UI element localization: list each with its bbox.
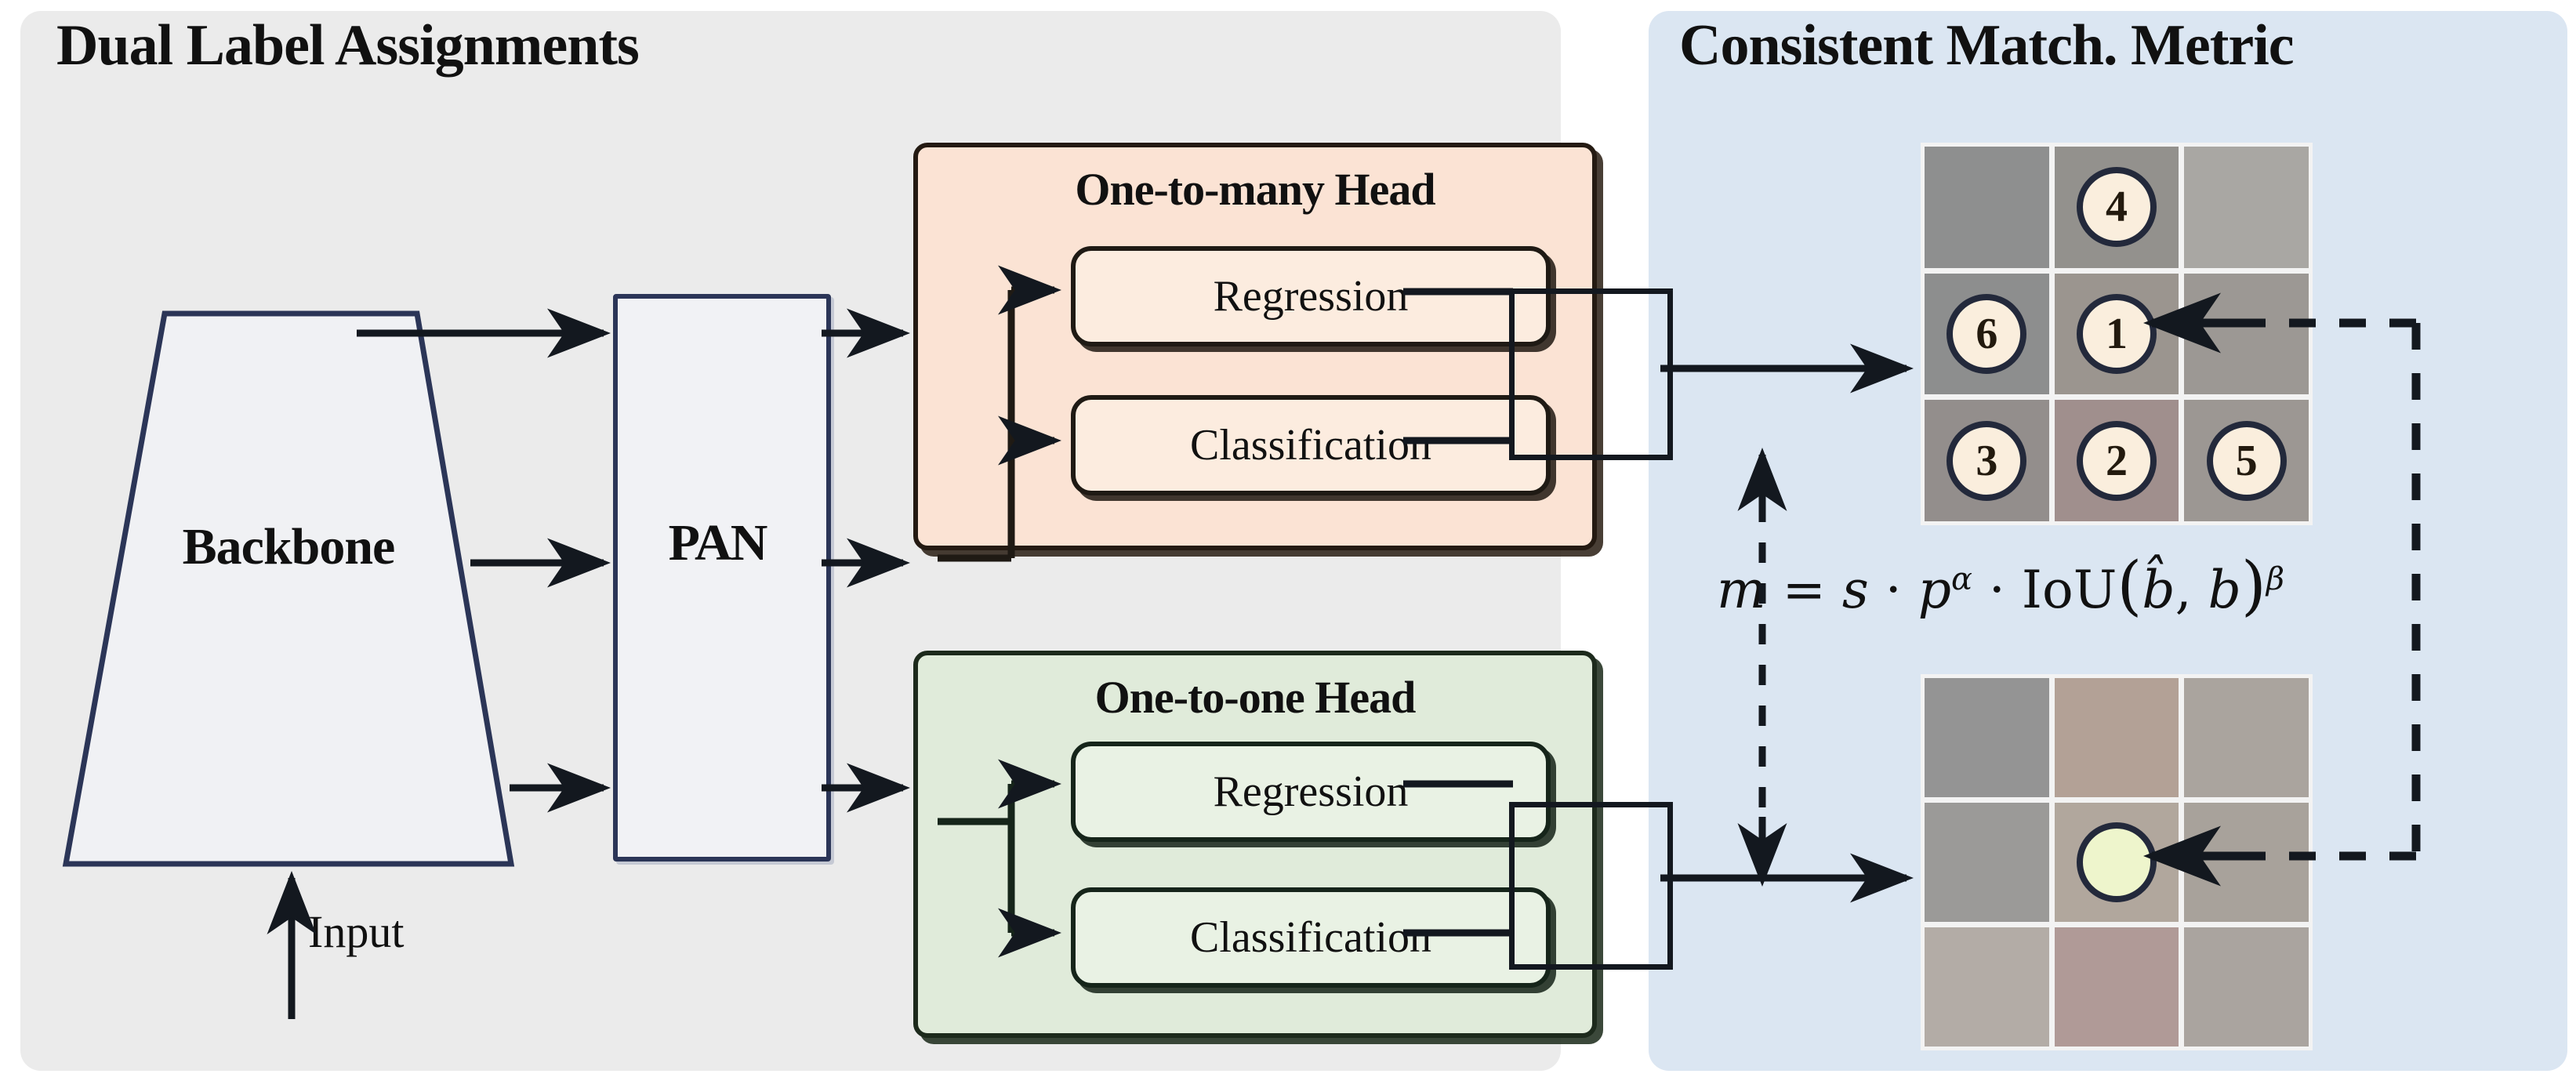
one-to-one-selected-marker: [2076, 822, 2157, 902]
one-to-many-head-title: One-to-many Head: [1075, 164, 1435, 215]
assignment-badge: 4: [2076, 167, 2157, 248]
assignment-badge: 3: [1947, 420, 2027, 501]
formula-paren-open: (: [2117, 549, 2142, 623]
grid-cell: [2054, 927, 2179, 1047]
grid-cell: [1925, 147, 2049, 268]
grid-cell: [2054, 803, 2179, 922]
formula-alpha: α: [1950, 561, 1972, 597]
pan-label: PAN: [668, 514, 768, 571]
grid-cell: 3: [1925, 400, 2049, 521]
grid-cell: [1925, 678, 2049, 797]
input-label: Input: [308, 906, 405, 957]
formula-bhat: b̂: [2142, 560, 2175, 620]
one-to-many-merge-box: [1509, 288, 1673, 460]
one-to-one-classification-box: Classification: [1071, 887, 1551, 988]
grid-cell: [2184, 803, 2309, 922]
grid-cell: 5: [2184, 400, 2309, 521]
one-to-one-head-panel: One-to-one Head Regression Classificatio…: [913, 651, 1597, 1038]
one-to-one-merge-box: [1509, 802, 1673, 970]
formula-s: s: [1841, 560, 1869, 620]
grid-cell: 6: [1925, 273, 2049, 395]
assignment-badge: 1: [2076, 293, 2157, 374]
one-to-one-regression-box: Regression: [1071, 742, 1551, 842]
assignment-badge: 5: [2206, 420, 2287, 501]
pan-box: [613, 294, 831, 862]
formula-eq: =: [1765, 560, 1842, 620]
right-panel-title: Consistent Match. Metric: [1679, 13, 2295, 78]
grid-cell: 1: [2054, 273, 2179, 395]
formula-comma: ,: [2175, 560, 2208, 620]
assignment-badge: 2: [2076, 420, 2157, 501]
backbone-label: Backbone: [182, 518, 396, 575]
grid-cell: [2184, 678, 2309, 797]
grid-cell: 4: [2054, 147, 2179, 268]
formula-b: b: [2208, 560, 2241, 620]
consistent-matching-metric-formula: m = s · pα · IoU(b̂, b)β: [1717, 549, 2284, 623]
one-to-one-head-title: One-to-one Head: [1094, 672, 1417, 723]
grid-cell: [1925, 927, 2049, 1047]
one-to-many-assignment-grid: 4 6 1 3 2 5: [1921, 143, 2313, 525]
formula-dot-2: ·: [1972, 560, 2022, 620]
one-to-many-regression-box: Regression: [1071, 246, 1551, 346]
formula-iou: IoU: [2021, 560, 2117, 620]
grid-cell: [2184, 927, 2309, 1047]
formula-beta: β: [2266, 561, 2284, 597]
grid-cell: [1925, 803, 2049, 922]
grid-cell: [2184, 273, 2309, 395]
backbone-shape: [55, 307, 517, 870]
grid-cell: 2: [2054, 400, 2179, 521]
formula-paren-close: ): [2240, 549, 2266, 623]
one-to-many-head-panel: One-to-many Head Regression Classificati…: [913, 143, 1597, 550]
grid-cell: [2054, 678, 2179, 797]
one-to-one-assignment-grid: [1921, 674, 2313, 1050]
grid-cell: [2184, 147, 2309, 268]
formula-p: p: [1917, 560, 1951, 620]
formula-m: m: [1717, 560, 1766, 620]
one-to-many-classification-box: Classification: [1071, 395, 1551, 495]
left-panel-title: Dual Label Assignments: [56, 13, 640, 78]
assignment-badge: 6: [1947, 293, 2027, 374]
formula-dot-1: ·: [1868, 560, 1918, 620]
